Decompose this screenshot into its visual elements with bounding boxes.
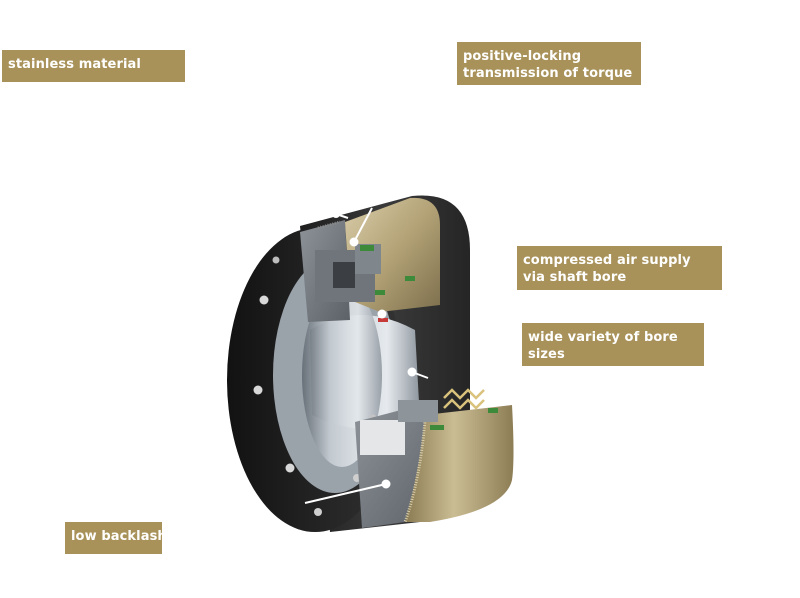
callout-torque-transmission: positive-locking transmission of torque bbox=[457, 42, 641, 85]
callout-text: sizes bbox=[528, 347, 565, 362]
leader-dot-bore bbox=[407, 367, 417, 377]
lower-knurled-edge bbox=[403, 419, 427, 523]
callout-text: transmission of torque bbox=[463, 66, 633, 81]
leader-dot-stainless bbox=[332, 210, 340, 218]
bolt-hole bbox=[285, 463, 295, 473]
callout-text: via shaft bore bbox=[523, 270, 627, 285]
callout-low-backlash: low backlash bbox=[65, 522, 167, 554]
lower-piston bbox=[398, 400, 438, 422]
spring bbox=[443, 388, 485, 410]
callout-text: wide variety of bore bbox=[528, 330, 678, 345]
leader-lines bbox=[304, 207, 429, 504]
callout-stainless-material: stainless material bbox=[2, 50, 185, 82]
leader-backlash bbox=[304, 483, 387, 504]
callout-bore-sizes: wide variety of bore sizes bbox=[522, 323, 704, 366]
callout-text: stainless material bbox=[8, 57, 141, 72]
seal-green bbox=[405, 276, 415, 281]
upper-pin bbox=[333, 262, 355, 288]
callout-text: low backlash bbox=[71, 529, 167, 544]
seal-green bbox=[360, 245, 374, 251]
callout-text: compressed air supply bbox=[523, 253, 691, 268]
callout-compressed-air: compressed air supply via shaft bore bbox=[517, 246, 722, 290]
bolt-hole bbox=[253, 385, 263, 395]
seal-green bbox=[488, 408, 498, 413]
seal-green bbox=[430, 425, 444, 430]
lower-light-block bbox=[360, 420, 405, 455]
bolt-hole bbox=[259, 295, 269, 305]
bolt-hole bbox=[314, 508, 322, 516]
lower-bronze-ring bbox=[405, 405, 514, 522]
leader-dot-torque bbox=[349, 237, 359, 247]
leader-dot-air bbox=[377, 309, 387, 319]
callout-text: positive-locking bbox=[463, 49, 582, 64]
leader-dot-backlash bbox=[381, 479, 391, 489]
bolt-hole bbox=[272, 256, 280, 264]
seal-red bbox=[378, 318, 388, 322]
leader-torque bbox=[353, 207, 373, 243]
seal-green bbox=[375, 290, 385, 295]
